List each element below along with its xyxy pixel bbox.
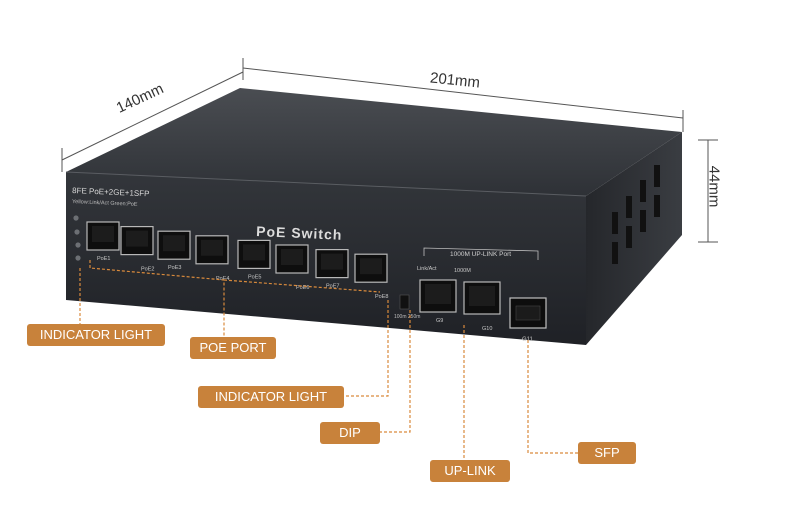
leader-lines: [79, 260, 578, 470]
indicator-light-callout-1: INDICATOR LIGHT: [27, 324, 165, 346]
indicator-leds-left: [73, 215, 81, 261]
dip-switch[interactable]: [399, 294, 410, 310]
brand-title: PoE Switch: [256, 223, 343, 243]
dip-callout: DIP: [320, 422, 380, 444]
model-label: 8FE PoE+2GE+1SFP: [72, 186, 150, 198]
uplink-port-2-socket: [469, 286, 495, 306]
link-act-label: Link/Act: [417, 266, 437, 272]
poe-port-1-socket: [92, 226, 114, 242]
dimension-lines: [61, 58, 718, 243]
uplink-port-1-socket: [425, 284, 451, 304]
chassis-top: [66, 88, 682, 196]
up-link-callout: UP-LINK: [430, 460, 510, 482]
uplink-port-1-label: G9: [436, 318, 443, 324]
poe-port-callout: POE PORT: [190, 337, 276, 359]
poe-port-3-socket: [163, 235, 185, 252]
poe-port-8-socket: [360, 258, 382, 275]
led-legend: Yellow:Link/Act Green:PoE: [72, 199, 138, 208]
poe-port-6-socket: [281, 249, 303, 265]
uplink-title: 1000M UP-LINK Port: [450, 251, 511, 258]
poe-port-5-label: PoE5: [248, 274, 261, 280]
uplink-section: 1000M UP-LINK Port Link/Act 1000M: [417, 247, 539, 274]
poe-port-4-label: PoE4: [216, 276, 229, 282]
indicator-light-callout-2: INDICATOR LIGHT: [198, 386, 344, 408]
poe-port-8-label: PoE8: [375, 294, 388, 300]
poe-port-2-label: PoE2: [141, 267, 154, 273]
poe-port-6-label: PoE6: [296, 285, 309, 291]
sfp-callout: SFP: [578, 442, 636, 464]
poe-port-2-socket: [126, 230, 148, 247]
dip-label: 100m 250m: [394, 314, 420, 320]
poe-port-5-socket: [243, 244, 265, 261]
uplink-port-2-label: G10: [482, 326, 492, 332]
poe-port-1-label: PoE1: [97, 256, 110, 262]
side-vents: [612, 165, 660, 264]
poe-port-4-socket: [201, 239, 223, 256]
poe-port-3-label: PoE3: [168, 265, 181, 271]
height-dimension: 44mm: [705, 165, 723, 208]
poe-port-7-socket: [321, 253, 343, 270]
poe-port-7-label: PoE7: [326, 284, 339, 290]
speed-label: 1000M: [454, 268, 471, 274]
